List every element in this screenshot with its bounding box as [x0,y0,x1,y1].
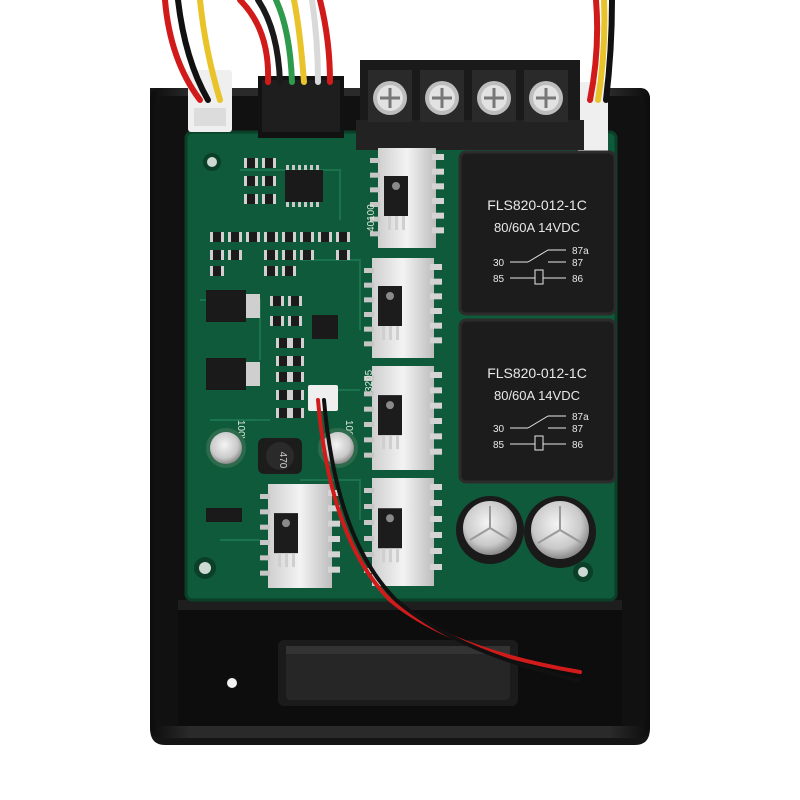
heatsink-1 [370,148,444,248]
big-capacitor-2 [524,496,596,568]
relay-1-model: FLS820-012-1C [487,197,587,213]
heatsinks [260,148,444,588]
small-capacitor-left [206,428,246,468]
smd-part [290,390,304,400]
smd-part [276,390,290,400]
relay-1-pin-87a: 87a [572,246,589,257]
terminal-screw-3 [472,70,516,122]
mosfet-4 [274,513,298,568]
relay-1-pin-30: 30 [493,258,505,269]
mosfet-1 [384,176,408,230]
mosfet-5 [378,508,402,563]
smd-part [276,408,290,418]
smd-part [288,316,302,326]
fan-connector [308,385,338,411]
smd-part [262,194,276,204]
relay-2-pin-87a: 87a [572,412,589,423]
regulator-2 [206,358,246,390]
smd-part [276,372,290,382]
smd-part [300,232,314,242]
smd-part [264,232,278,242]
relay-1-rating: 80/60A 14VDC [494,220,580,235]
smd-part [228,232,242,242]
smd-part [288,296,302,306]
relay-2-pin-85: 85 [493,440,505,451]
inductor: 470 [258,438,302,474]
smd-part [264,250,278,260]
relay-2: FLS820-012-1C 80/60A 14VDC 87a 30 87 85 … [458,318,617,484]
heatsink-3 [364,366,442,470]
inductor-label: 470 [277,452,288,469]
smd-part [210,250,224,260]
heatsink-2 [364,258,442,358]
mosfet-3 [378,395,402,450]
smd-part [276,338,290,348]
heatsink-4 [260,484,340,588]
smd-part [336,250,350,260]
smd-part [244,158,258,168]
heatsink-5 [364,478,442,586]
smd-part [290,338,304,348]
diode [206,508,242,522]
silk-3205: 3205 [364,369,375,392]
smd-part [270,316,284,326]
smd-part [290,356,304,366]
screw-terminal [356,60,584,150]
mounting-hole-light [227,678,237,688]
smd-part [262,158,276,168]
smd-part [210,232,224,242]
smd-part [300,250,314,260]
smd-part [336,232,350,242]
silk-40100: 40100 [366,204,377,232]
smd-part [282,232,296,242]
terminal-screw-4 [524,70,568,122]
terminal-screw-2 [420,70,464,122]
driver-chip [312,315,338,339]
connector-header [258,76,344,138]
smd-part [244,194,258,204]
mosfet-2 [378,286,402,340]
fan-wires [316,398,582,682]
relay-2-model: FLS820-012-1C [487,365,587,381]
big-capacitor-1 [456,496,524,564]
ic-chip [285,170,323,202]
smd-part [282,250,296,260]
regulator-1 [206,290,246,322]
relay-1-pin-86: 86 [572,274,584,285]
relay-2-pin-86: 86 [572,440,584,451]
smd-part [210,266,224,276]
smd-part [262,176,276,186]
smd-part [282,266,296,276]
smd-part [264,266,278,276]
smd-part [290,408,304,418]
pcb-mount-holes [194,153,593,582]
relay-2-rating: 80/60A 14VDC [494,388,580,403]
terminal-screw-1 [368,70,412,122]
relay-1-pin-87: 87 [572,258,584,269]
cooling-fan [278,640,518,706]
smd-part [244,176,258,186]
smd-components [206,158,350,522]
smd-part [276,356,290,366]
relay-1: FLS820-012-1C 80/60A 14VDC 87a 30 87 85 … [458,150,617,316]
smd-part [318,232,332,242]
smd-part [270,296,284,306]
relay-2-pin-87: 87 [572,424,584,435]
smd-part [228,250,242,260]
smd-part [246,232,260,242]
silk-100v-left: 100V [235,420,246,444]
relay-2-pin-30: 30 [493,424,505,435]
top-wires [162,0,615,103]
smd-part [290,372,304,382]
relay-1-pin-85: 85 [493,274,505,285]
